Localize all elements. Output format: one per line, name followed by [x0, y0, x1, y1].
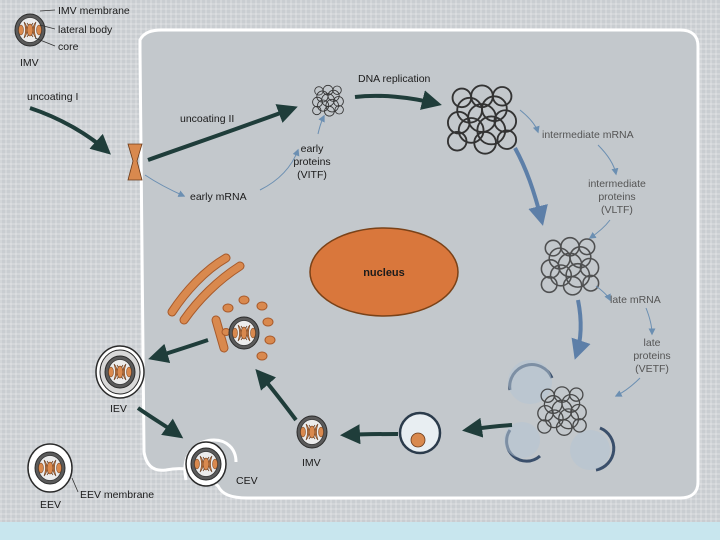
intermediate-proteins-label-3: (VLTF) [601, 204, 633, 216]
early-proteins-label-3: (VITF) [297, 169, 327, 181]
intermediate-proteins-label-1: intermediate [588, 178, 646, 190]
early-mrna-label: early mRNA [190, 191, 247, 203]
intermediate-mrna-label: intermediate mRNA [542, 129, 634, 141]
cev-label: CEV [236, 475, 258, 487]
eev-virion-icon [28, 444, 72, 492]
legend-imv-membrane-label: IMV membrane [58, 5, 130, 17]
late-proteins-label-3: (VETF) [635, 363, 669, 375]
eev-membrane-label: EEV membrane [80, 489, 154, 501]
legend-imv-label: IMV [20, 57, 39, 69]
legend-pointer-membrane [40, 10, 55, 11]
eev-membrane-pointer [72, 478, 78, 492]
immature-to-imv-arrow [344, 434, 398, 435]
early-proteins-label-1: early [301, 143, 325, 155]
late-proteins-label-2: proteins [633, 350, 670, 362]
intermediate-proteins-label-2: proteins [598, 191, 635, 203]
imv-virion-icon [297, 416, 327, 448]
early-proteins-label-2: proteins [293, 156, 330, 168]
late-mrna-label: late mRNA [610, 294, 661, 306]
legend-lateral-body-label: lateral body [58, 24, 113, 36]
imv-label: IMV [302, 457, 321, 469]
legend-imv-virion-icon [15, 14, 45, 46]
immature-virion-icon [400, 413, 440, 453]
dna-replication-label: DNA replication [358, 73, 431, 85]
uncoating-2-label: uncoating II [180, 113, 234, 125]
nucleus-label: nucleus [363, 267, 405, 279]
late-proteins-label-1: late [644, 337, 661, 349]
uncoating-1-label: uncoating I [27, 91, 78, 103]
slide-footer-band [0, 522, 720, 540]
uncoating-1-arrow [30, 108, 108, 152]
iev-label: IEV [110, 403, 127, 415]
eev-label: EEV [40, 499, 61, 511]
iev-virion-icon [96, 346, 144, 398]
legend-core-label: core [58, 41, 79, 53]
